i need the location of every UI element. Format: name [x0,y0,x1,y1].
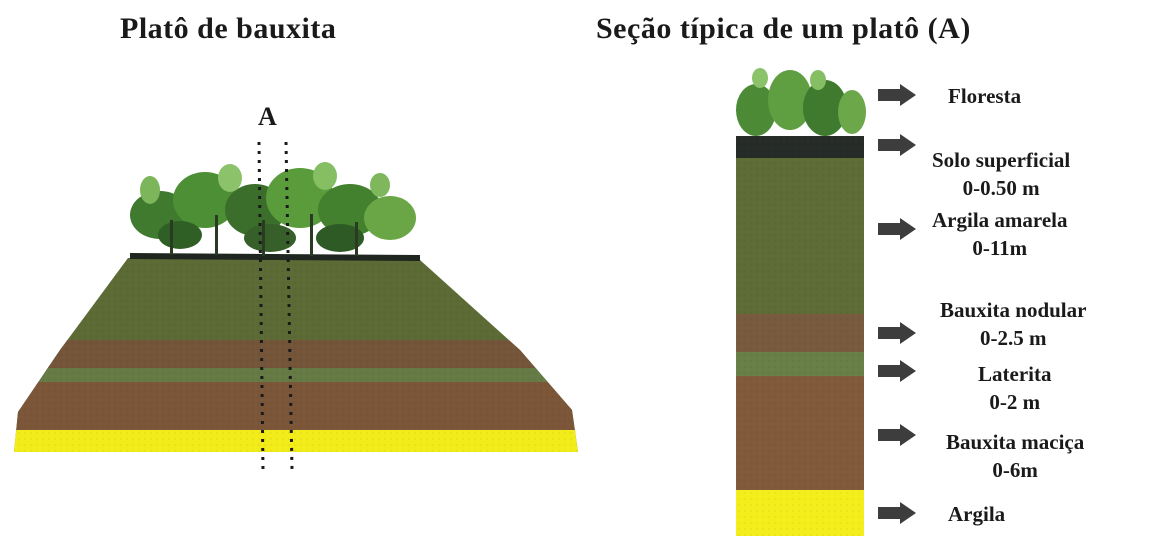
section-marker-label: A [258,102,277,131]
section-line-left [257,141,265,471]
layer-thickness: 0-2 m [989,390,1041,414]
layer-thickness: 0-11m [972,236,1028,260]
arrow-right-icon [878,360,916,382]
layer-name: Solo superficial [932,148,1071,172]
layer-label-argila: Argila [948,500,1005,528]
plateau-forest [130,162,416,256]
layer-label-bauxita-nodular: Bauxita nodular 0-2.5 m [940,296,1086,352]
layer-thickness: 0-2.5 m [979,326,1047,350]
layer-label-bauxita-macica: Bauxita maciça 0-6m [946,428,1084,484]
layer-thickness: 0-0.50 m [962,176,1040,200]
arrow-right-icon [878,502,916,524]
layer-label-laterita: Laterita 0-2 m [978,360,1051,416]
layer-name: Argila amarela [932,208,1068,232]
arrow-right-icon [878,322,916,344]
section-line-right [284,141,294,471]
layer-label-floresta: Floresta [948,82,1021,110]
arrow-right-icon [878,218,916,240]
plateau-diagram [14,141,578,471]
plateau-title: Platô de bauxita [120,12,337,45]
section-title: Seção típica de um platô (A) [596,12,971,45]
layer-name: Argila [948,502,1006,526]
layer-name: Bauxita maciça [946,430,1085,454]
layer-label-solo-superficial: Solo superficial 0-0.50 m [932,146,1070,202]
arrow-right-icon [878,134,916,156]
layer-name: Bauxita nodular [940,298,1087,322]
layer-thickness: 0-6m [992,458,1038,482]
layer-name: Laterita [978,362,1052,386]
arrow-right-icon [878,424,916,446]
arrow-right-icon [878,84,916,106]
layer-label-argila-amarela: Argila amarela 0-11m [932,206,1068,262]
plateau-topsoil-line [129,253,421,261]
section-column [736,66,866,536]
layer-name: Floresta [948,84,1022,108]
